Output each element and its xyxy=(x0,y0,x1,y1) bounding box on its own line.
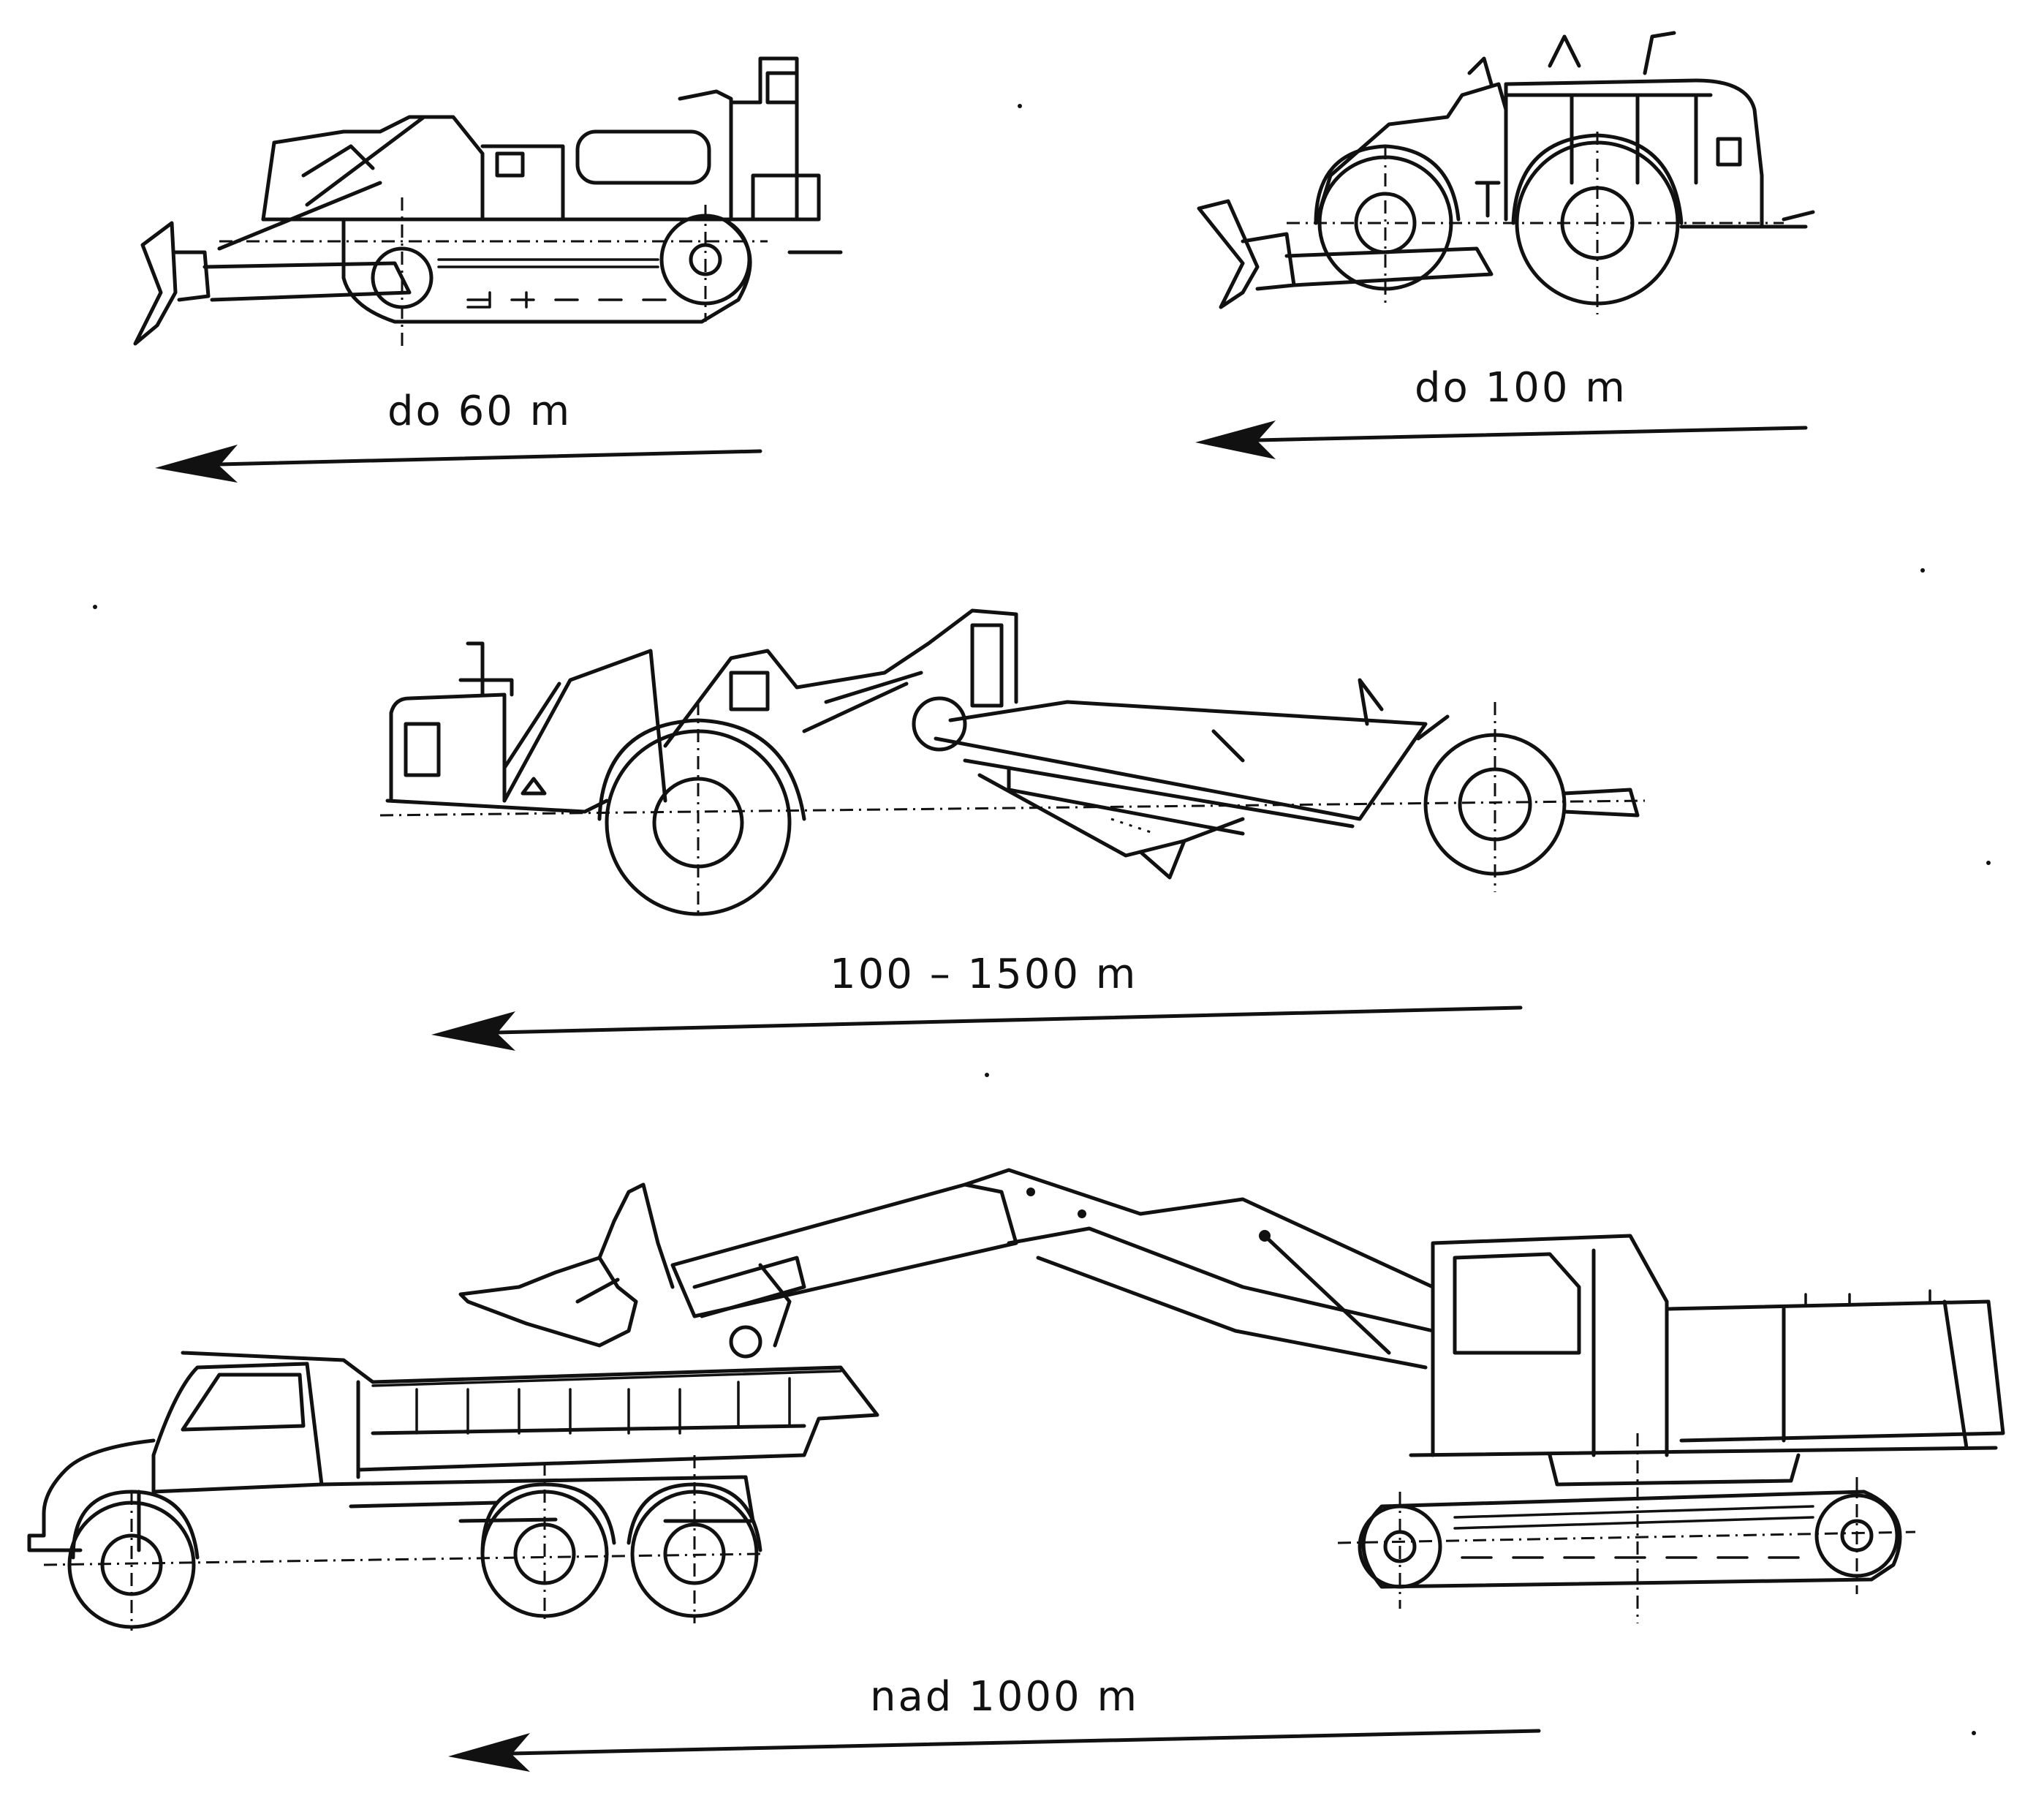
arrow-left-icon xyxy=(448,1729,1541,1772)
bulldozer-distance-label: do 60 m xyxy=(387,388,572,435)
crawler-bulldozer-icon xyxy=(133,56,843,351)
scan-specks xyxy=(93,104,1991,1735)
wheeled-scraper-icon xyxy=(379,608,1646,918)
wheel-dozer-icon xyxy=(1197,31,1815,314)
arrow-left-icon xyxy=(1195,420,1808,459)
excavator-truck-distance-label: nad 1000 m xyxy=(870,1673,1140,1721)
arrow-left-icon xyxy=(431,1005,1523,1051)
arrow-left-icon xyxy=(155,445,762,483)
excavator-icon xyxy=(458,1168,2005,1623)
wheel-dozer-distance-label: do 100 m xyxy=(1415,364,1627,412)
dump-truck-icon xyxy=(27,1351,879,1631)
scraper-distance-label: 100 – 1500 m xyxy=(830,951,1138,998)
